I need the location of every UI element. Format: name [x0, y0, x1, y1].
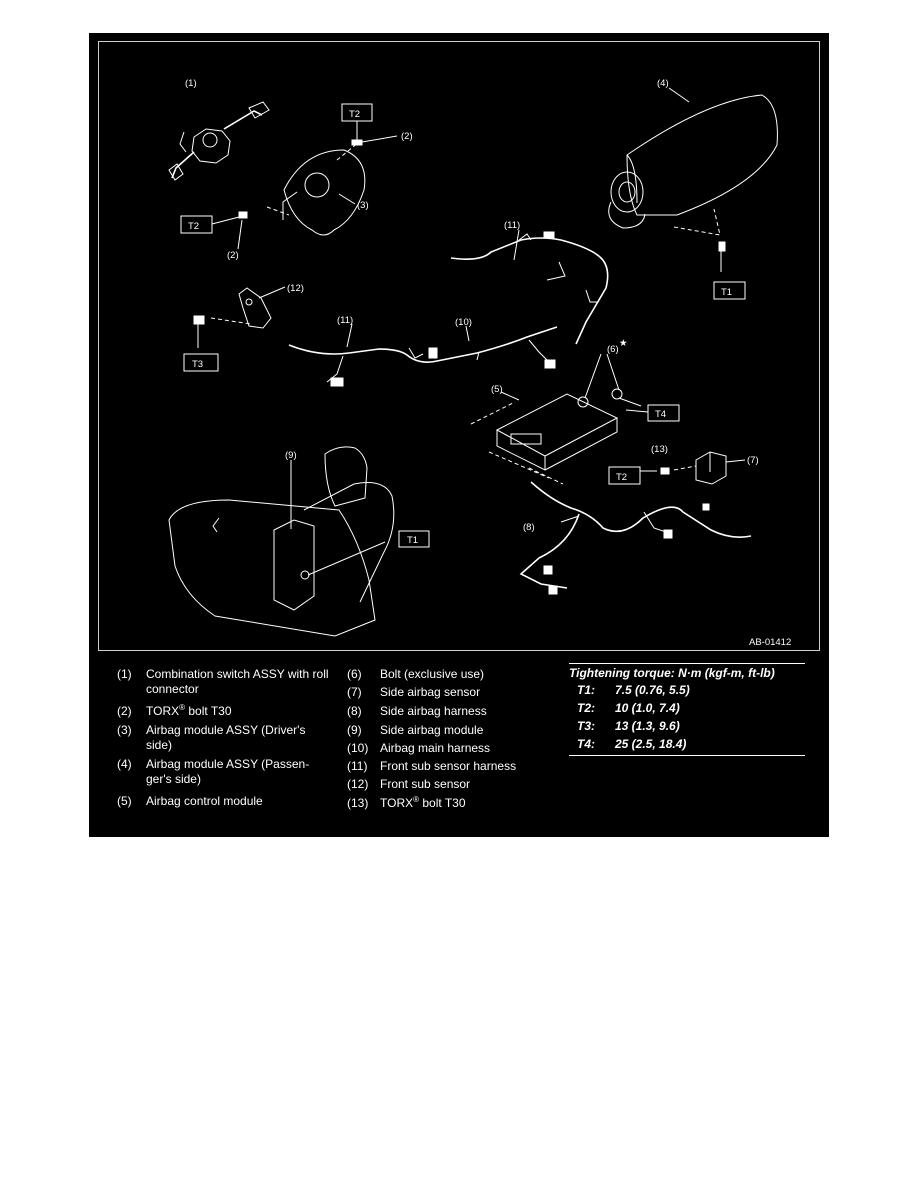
callout-2b: (2): [227, 250, 239, 261]
callout-11b: (11): [337, 315, 353, 326]
torque-row-t4: T4:25 (2.5, 18.4): [577, 737, 687, 751]
torque-tags: [180, 103, 746, 548]
side-airbag-sensor-drawing: [639, 451, 746, 485]
control-module-drawing: [470, 353, 642, 485]
diagram-code: AB-01412: [749, 637, 791, 648]
callout-8: (8): [523, 522, 535, 533]
callout-13: (13): [651, 444, 668, 455]
callout-9: (9): [285, 450, 297, 461]
callout-12: (12): [287, 283, 304, 294]
callout-11a: (11): [504, 220, 520, 231]
driver-airbag-drawing: [237, 135, 398, 250]
seat-drawing: [168, 446, 395, 637]
callout-2a: (2): [401, 131, 413, 142]
torque-row-t2: T2:10 (1.0, 7.4): [577, 701, 680, 715]
callout-3: (3): [357, 200, 369, 211]
callout-4: (4): [657, 78, 669, 89]
torque-title: Tightening torque: N·m (kgf-m, ft-lb): [569, 663, 805, 681]
callout-10: (10): [455, 317, 472, 328]
callout-7: (7): [747, 455, 759, 466]
tag-t2-top: T2: [349, 109, 360, 120]
tag-t2-left: T2: [188, 221, 199, 232]
combination-switch-drawing: [168, 101, 270, 181]
callout-5: (5): [491, 384, 503, 395]
exploded-view-frame: (1) (2) (2) (3) (4) (5) (6) ★ (7) (8) (9…: [98, 41, 820, 651]
tightening-torque-table: Tightening torque: N·m (kgf-m, ft-lb) T1…: [569, 663, 805, 756]
tag-t1-right: T1: [721, 287, 732, 298]
tag-t2-sensor: T2: [616, 472, 627, 483]
front-sub-sensor-drawing: [193, 286, 286, 348]
tag-t3: T3: [192, 359, 203, 370]
tag-t4: T4: [655, 409, 666, 420]
harness-drawing: [288, 229, 609, 387]
airbag-system-exploded-view: (1) (2) (2) (3) (4) (5) (6) ★ (7) (8) (9…: [168, 78, 791, 648]
callout-1: (1): [185, 78, 197, 89]
torque-row-t1: T1:7.5 (0.76, 5.5): [577, 683, 690, 697]
side-airbag-harness-drawing: [519, 481, 752, 595]
passenger-airbag-drawing: [608, 87, 778, 272]
tag-t1-seat: T1: [407, 535, 418, 546]
torque-row-t3: T3:13 (1.3, 9.6): [577, 719, 680, 733]
torque-bottom-rule: [569, 755, 805, 756]
diagram-panel: (1) (2) (2) (3) (4) (5) (6) ★ (7) (8) (9…: [89, 33, 829, 837]
callout-6: (6): [607, 344, 619, 355]
callout-6-star: ★: [619, 338, 628, 349]
